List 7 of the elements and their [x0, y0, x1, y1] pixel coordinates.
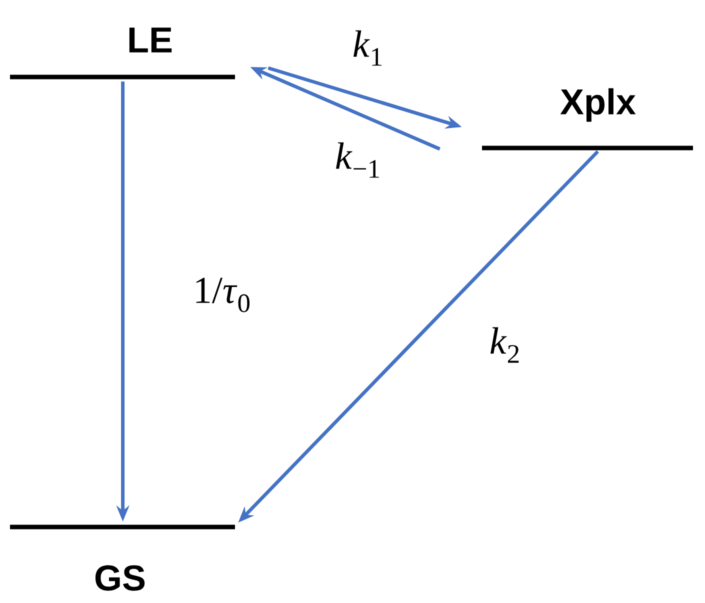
- rate-label: 1/τ$_{0}$: [196, 278, 250, 312]
- rate-label: k$_{−1}$: [336, 142, 380, 178]
- level-label: Xplx: [560, 88, 636, 122]
- level-label: LE: [129, 28, 172, 52]
- level-label: GS: [95, 565, 145, 591]
- rate-label: k$_{2}$: [490, 327, 519, 363]
- rate-label: k$_{1}$: [354, 30, 382, 66]
